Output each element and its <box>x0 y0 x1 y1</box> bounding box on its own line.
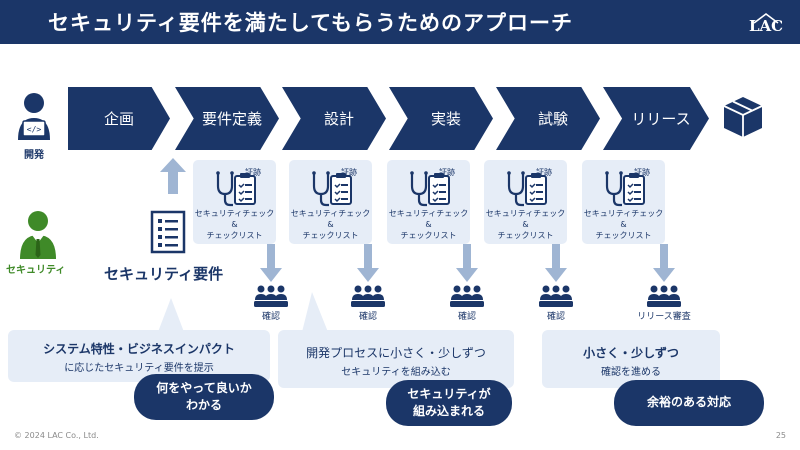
logo-mark-icon <box>753 13 779 24</box>
phase-label: 実装 <box>430 110 461 128</box>
stethoscope-clipboard-icon <box>407 168 453 208</box>
pill-line: 何をやって良いか <box>156 381 252 395</box>
bubble-sub-text: に応じたセキュリティ要件を提示 <box>64 363 214 374</box>
phase-label: 要件定義 <box>201 110 262 128</box>
card-line: セキュリティチェック <box>583 209 664 218</box>
checklist-card: 証跡 セキュリティチェック & チェックリスト <box>582 160 665 244</box>
team-group-icon <box>539 284 573 308</box>
down-arrow-icon <box>653 244 675 282</box>
card-line: セキュリティチェック <box>485 209 566 218</box>
phase-label: リリース <box>631 110 691 128</box>
pill-line: セキュリティが <box>407 387 491 401</box>
stethoscope-clipboard-icon <box>309 168 355 208</box>
evidence-label: 証跡 <box>341 168 357 177</box>
phase-planning: 企画 <box>68 87 170 150</box>
phase-label: 試験 <box>537 110 568 128</box>
bubble-tail-icon <box>302 292 328 332</box>
phase-release: リリース <box>603 87 709 150</box>
team-group-icon <box>647 284 681 308</box>
card-line: チェックリスト <box>497 231 554 240</box>
evidence-label: 証跡 <box>245 168 261 177</box>
confirm-label: 確認 <box>261 312 280 322</box>
down-arrow-icon <box>357 244 379 282</box>
team-group-icon <box>254 284 288 308</box>
product-box-icon <box>722 95 764 139</box>
phase-testing: 試験 <box>496 87 600 150</box>
bubble-requirements: システム特性・ビジネスインパクト に応じたセキュリティ要件を提示 <box>8 330 270 382</box>
bubble-incremental: 開発プロセスに小さく・少しずつ セキュリティを組み込む <box>278 330 514 388</box>
result-pill-embedded: セキュリティが 組み込まれる <box>386 380 512 426</box>
card-line: セキュリティチェック <box>290 209 371 218</box>
bubble-main-text: 小さく・少しずつ <box>583 346 679 360</box>
svg-text:</>: </> <box>27 125 42 134</box>
up-arrow-icon <box>160 158 186 194</box>
down-arrow-icon <box>545 244 567 282</box>
confirm-label: 確認 <box>358 312 377 322</box>
requirements-document-icon <box>150 210 186 254</box>
bubble-main-text: システム特性・ビジネスインパクト <box>43 342 235 356</box>
confirm-label: 確認 <box>546 312 565 322</box>
team-group-icon <box>450 284 484 308</box>
card-line: チェックリスト <box>206 231 263 240</box>
evidence-label: 証跡 <box>439 168 455 177</box>
bubble-sub-text: セキュリティを組み込む <box>341 367 451 378</box>
result-pill-clarity: 何をやって良いか わかる <box>134 374 274 420</box>
checklist-card: 証跡 セキュリティチェック & チェックリスト <box>484 160 567 244</box>
checklist-card: 証跡 セキュリティチェック & チェックリスト <box>193 160 276 244</box>
developer-label: 開発 <box>24 150 44 161</box>
confirm-label: 確認 <box>457 312 476 322</box>
pill-line: 組み込まれる <box>412 404 485 418</box>
phase-design: 設計 <box>282 87 386 150</box>
result-pill-margin: 余裕のある対応 <box>614 380 764 426</box>
phase-requirements: 要件定義 <box>175 87 279 150</box>
checklist-card: 証跡 セキュリティチェック & チェックリスト <box>289 160 372 244</box>
card-line: チェックリスト <box>595 231 652 240</box>
security-person-icon <box>18 209 58 259</box>
release-review-label: リリース審査 <box>637 312 691 322</box>
pill-line: 余裕のある対応 <box>646 395 731 409</box>
down-arrow-icon <box>456 244 478 282</box>
phase-implementation: 実装 <box>389 87 493 150</box>
bubble-main-text: 開発プロセスに小さく・少しずつ <box>306 346 486 360</box>
title-bar: セキュリティ要件を満たしてもらうためのアプローチ LAC <box>0 0 800 44</box>
bubble-confirm: 小さく・少しずつ 確認を進める <box>542 330 720 388</box>
stethoscope-clipboard-icon <box>602 168 648 208</box>
bubble-sub-text: 確認を進める <box>601 367 661 378</box>
card-line: & <box>231 220 238 229</box>
card-text: セキュリティチェック & チェックリスト <box>283 208 378 241</box>
copyright: © 2024 LAC Co., Ltd. <box>14 431 99 440</box>
card-line: セキュリティチェック <box>388 209 469 218</box>
pill-line: わかる <box>185 398 222 412</box>
card-line: チェックリスト <box>400 231 457 240</box>
bubble-tail-icon <box>158 298 184 332</box>
card-line: & <box>425 220 432 229</box>
lac-logo: LAC <box>746 9 786 35</box>
card-text: セキュリティチェック & チェックリスト <box>381 208 476 241</box>
team-group-icon <box>351 284 385 308</box>
card-line: セキュリティチェック <box>194 209 275 218</box>
phase-label: 企画 <box>103 110 134 128</box>
phase-label: 設計 <box>323 110 354 128</box>
security-requirements-label: セキュリティ要件 <box>104 265 224 283</box>
security-label: セキュリティ <box>6 265 66 276</box>
card-text: セキュリティチェック & チェックリスト <box>576 208 671 241</box>
card-text: セキュリティチェック & チェックリスト <box>478 208 573 241</box>
evidence-label: 証跡 <box>634 168 650 177</box>
evidence-label: 証跡 <box>536 168 552 177</box>
card-text: セキュリティチェック & チェックリスト <box>187 208 282 241</box>
logo-text: LAC <box>748 17 784 35</box>
developer-icon: </> <box>14 90 54 144</box>
page-number: 25 <box>775 431 786 440</box>
card-line: チェックリスト <box>302 231 359 240</box>
card-line: & <box>327 220 334 229</box>
down-arrow-icon <box>260 244 282 282</box>
stethoscope-clipboard-icon <box>213 168 259 208</box>
checklist-card: 証跡 セキュリティチェック & チェックリスト <box>387 160 470 244</box>
slide-title: セキュリティ要件を満たしてもらうためのアプローチ <box>48 11 574 35</box>
stethoscope-clipboard-icon <box>504 168 550 208</box>
card-line: & <box>620 220 627 229</box>
card-line: & <box>522 220 529 229</box>
